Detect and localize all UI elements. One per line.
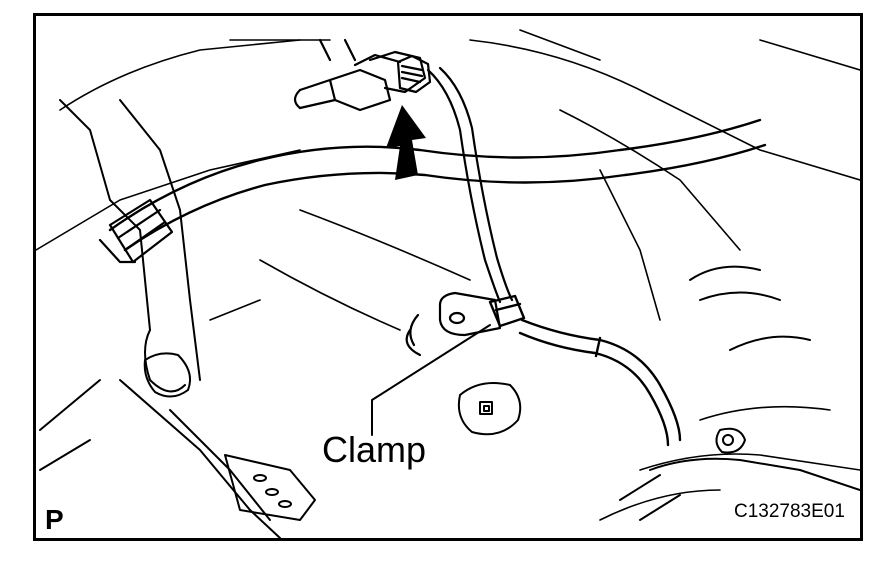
- up-arrow-icon: [386, 105, 426, 180]
- bracket-tab: [405, 291, 502, 357]
- body-hole: [457, 382, 522, 436]
- body-panel-lines: [36, 29, 860, 521]
- wire-to-right: [518, 318, 682, 447]
- lower-right-parts: [619, 265, 860, 521]
- clamp-callout-label: Clamp: [322, 429, 427, 470]
- left-connector-block: [98, 198, 174, 264]
- corner-mark: P: [45, 504, 64, 535]
- clamp-leader-line: [371, 324, 491, 436]
- left-bracket: [39, 99, 281, 538]
- main-harness: [108, 118, 767, 252]
- clamp: [488, 294, 526, 328]
- sensor-connector: [293, 38, 432, 112]
- figure-id: C132783E01: [734, 501, 845, 522]
- pedal-bracket: [224, 454, 316, 521]
- sensor-wire: [426, 66, 514, 304]
